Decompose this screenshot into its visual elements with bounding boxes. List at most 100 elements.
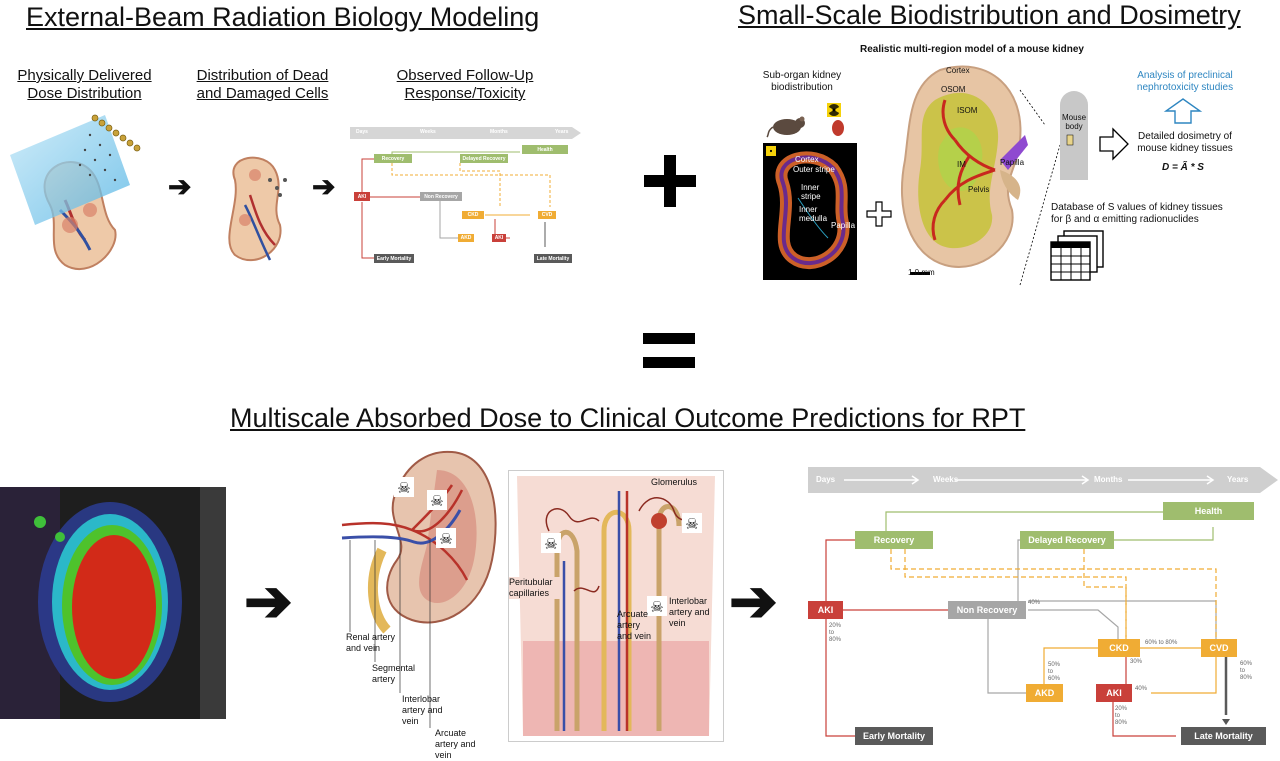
skull-icon: ☠ [647,596,667,616]
model-label-cortex: Cortex [946,66,970,75]
skull-icon: ☠ [541,533,561,553]
svg-text:☠: ☠ [685,515,698,533]
arcuate-artery-label: Arcuate artery and vein [435,728,476,760]
nephron-inset: ☠ ☠ ☠ Glomerulus Peritubular capillaries… [508,470,724,742]
timeline-days: Days [816,475,836,484]
timeline-weeks: Weeks [933,475,959,484]
scale-bar-label: 1.0 mm [908,268,935,277]
segmental-artery-label: Segmental artery [372,663,416,684]
arrow-icon: ➔ [729,569,778,634]
small-timeline-bar [350,127,572,139]
model-label-isom: ISOM [957,106,978,115]
timeline-months: Months [1094,475,1123,484]
ckd-box: CKD [1098,639,1140,657]
small-timeline-years: Years [555,129,569,135]
timeline-arrowhead [1260,467,1278,493]
outcome-flowchart: Days Weeks Months Years [808,467,1280,758]
mouse-kidney-3d-model [901,65,1028,275]
small-aki2-box: AKI [492,234,506,242]
small-late-mortality-box: Late Mortality [534,254,572,263]
arcuate-inset-label: Arcuate artery and vein [617,609,652,641]
small-recovery-box: Recovery [374,154,412,163]
peritubular-label: Peritubular capillaries [509,577,561,599]
aki-percent: 20% to 80% [829,623,842,643]
radiation-icon [766,146,776,156]
health-box: Health [1163,502,1254,520]
mouse-body-label: Mouse body [1062,113,1087,131]
interlobar-artery-label: Interlobar artery and vein [402,694,443,726]
small-timeline-arrowhead [572,127,581,139]
non-recovery-percent: 40% [1028,600,1041,606]
interlobar-inset-label: Interlobar artery and vein [669,596,710,628]
slice-label-papilla: Papilla [831,221,856,230]
small-early-mortality-box: Early Mortality [374,254,414,263]
aki-box: AKI [808,601,843,619]
small-non-recovery-box: Non Recovery [420,192,462,201]
dead-cells-label: Distribution of Dead and Damaged Cells [196,67,329,102]
glomerulus-label: Glomerulus [651,477,698,487]
skull-icon: ☠ [427,490,447,510]
delayed-recovery-box: Delayed Recovery [1020,531,1114,549]
hollow-up-arrow-icon [1163,98,1203,124]
arrow-icon: ➔ [168,171,192,202]
model-label-papilla: Papilla [1000,158,1025,167]
small-timeline-days: Days [356,129,368,135]
small-timeline-months: Months [490,129,508,135]
equals-icon [643,333,695,368]
recovery-box: Recovery [855,531,933,549]
ckd-cvd-percent: 60% to 80% [1145,640,1178,646]
slice-label-outer-stripe: Outer stripe [793,165,835,174]
slice-label-inner-stripe: Inner stripe [801,183,821,201]
hollow-right-arrow-icon [1099,127,1129,161]
akd-percent: 50% to 60% [1048,662,1061,682]
mouse-icon [766,116,805,138]
small-akd-box: AKD [458,234,474,242]
svg-text:☠: ☠ [650,598,663,616]
ckd-down-percent: 30% [1130,659,1143,665]
small-ckd-box: CKD [462,211,484,219]
analysis-label: Analysis of preclinical nephrotoxicity s… [1136,70,1234,93]
mouse-body-phantom [1019,89,1088,286]
follow-up-label: Observed Follow-Up Response/Toxicity [396,67,534,102]
small-delayed-recovery-box: Delayed Recovery [460,154,508,163]
svg-text:☠: ☠ [544,535,557,553]
small-timeline-weeks: Weeks [420,129,436,135]
late-mortality-box: Late Mortality [1181,727,1266,745]
svg-text:☠: ☠ [430,492,443,510]
small-health-box: Health [522,145,568,154]
multiscale-title: Multiscale Absorbed Dose to Clinical Out… [230,403,1026,433]
early-mortality-box: Early Mortality [855,727,933,745]
non-recovery-box: Non Recovery [948,601,1026,619]
arrow-icon: ➔ [312,171,336,202]
skull-icon: ☠ [682,513,702,533]
detailed-dosimetry-label: Detailed dosimetry of mouse kidney tissu… [1137,131,1233,154]
kidney-beam-illustration [10,114,141,271]
timeline-years: Years [1227,475,1249,484]
radiation-icon [827,103,841,117]
anatomy-leader-lines [349,540,431,728]
dose-formula: D = Ã * S [1162,162,1204,173]
biodistribution-title: Small-Scale Biodistribution and Dosimetr… [738,0,1241,30]
aki-secondary-percent: 40% [1135,686,1148,692]
small-aki-box: AKI [354,192,370,201]
slice-label-cortex: Cortex [795,155,819,164]
kidney-cells-illustration [228,156,287,262]
svg-text:☠: ☠ [397,479,410,497]
small-outcome-flowchart: Days Weeks Months Years Recovery Delayed… [350,127,582,267]
aki-secondary-down-percent: 20% to 80% [1115,706,1128,726]
small-cvd-box: CVD [538,211,556,219]
arrow-icon: ➔ [244,569,293,634]
cvd-percent: 60% to 80% [1240,661,1253,681]
sub-organ-label: Sub-organ kidney biodistribution [762,70,842,93]
akd-box: AKD [1026,684,1063,702]
svg-text:☠: ☠ [439,530,452,548]
external-beam-title: External-Beam Radiation Biology Modeling [26,2,540,32]
dose-distribution-label: Physically Delivered Dose Distribution [17,67,152,102]
model-label-osom: OSOM [941,85,966,94]
mouse-model-title: Realistic multi-region model of a mouse … [860,44,1084,55]
aki-secondary-box: AKI [1096,684,1132,702]
skull-icon: ☠ [394,477,414,497]
skull-icon: ☠ [436,528,456,548]
model-label-pelvis: Pelvis [968,185,990,194]
renal-artery-label: Renal artery and vein [346,632,396,653]
